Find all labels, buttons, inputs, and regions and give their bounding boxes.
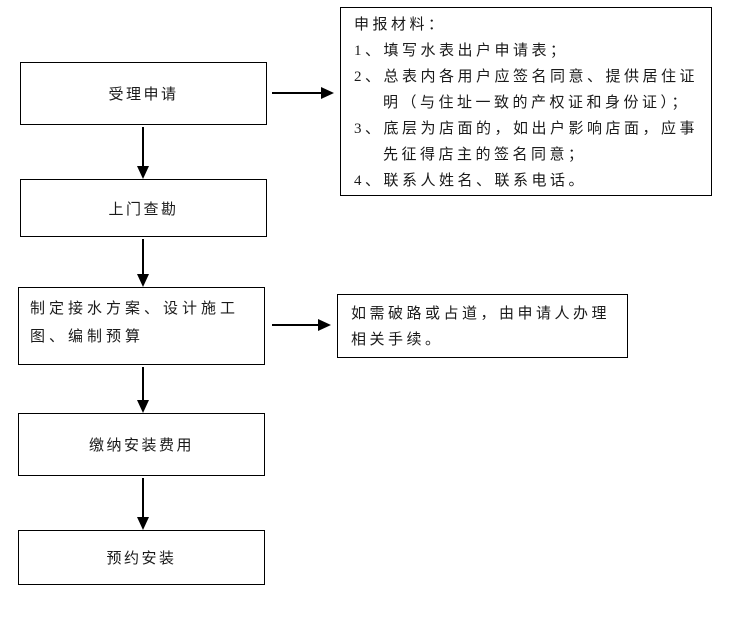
materials-note-title: 申报材料： xyxy=(354,17,447,33)
arrow-line xyxy=(142,478,144,517)
arrow-line xyxy=(272,324,318,326)
step-label-schedule-installation: 预约安装 xyxy=(106,551,177,567)
step-label-accept-application: 受理申请 xyxy=(108,87,179,103)
arrow-right-head xyxy=(318,319,331,331)
step-label-pay-installation-fee: 缴纳安装费用 xyxy=(88,438,194,454)
arrow-line xyxy=(142,127,144,166)
step-label-plan-design-budget: 制定接水方案、设计施工图、编制预算 xyxy=(30,301,240,345)
box-plan-design-budget: 制定接水方案、设计施工图、编制预算 xyxy=(18,287,265,365)
box-accept-application: 受理申请 xyxy=(20,62,267,125)
arrow-down-head xyxy=(137,274,149,287)
arrow-right-head xyxy=(321,87,334,99)
arrow-line xyxy=(142,367,144,400)
box-site-survey: 上门查勘 xyxy=(20,179,267,237)
box-application-materials-note: 申报材料： 1、填写水表出户申请表； 2、总表内各用户应签名同意、提供居住证明（… xyxy=(340,7,712,196)
box-schedule-installation: 预约安装 xyxy=(18,530,265,585)
box-road-permit-note: 如需破路或占道，由申请人办理相关手续。 xyxy=(337,294,628,358)
box-pay-installation-fee: 缴纳安装费用 xyxy=(18,413,265,476)
arrow-line xyxy=(142,239,144,274)
materials-note-item-1: 1、填写水表出户申请表； xyxy=(354,43,569,59)
materials-note-item-4: 4、联系人姓名、联系电话。 xyxy=(354,173,588,189)
materials-note-item-3: 3、底层为店面的，如出户影响店面，应事先征得店主的签名同意； xyxy=(354,121,699,163)
materials-note-item-2: 2、总表内各用户应签名同意、提供居住证明（与住址一致的产权证和身份证）； xyxy=(354,69,699,111)
step-label-site-survey: 上门查勘 xyxy=(108,201,179,218)
arrow-down-head xyxy=(137,517,149,530)
arrow-down-head xyxy=(137,400,149,413)
arrow-line xyxy=(272,92,321,94)
arrow-down-head xyxy=(137,166,149,179)
road-note-text: 如需破路或占道，由申请人办理相关手续。 xyxy=(351,306,611,348)
